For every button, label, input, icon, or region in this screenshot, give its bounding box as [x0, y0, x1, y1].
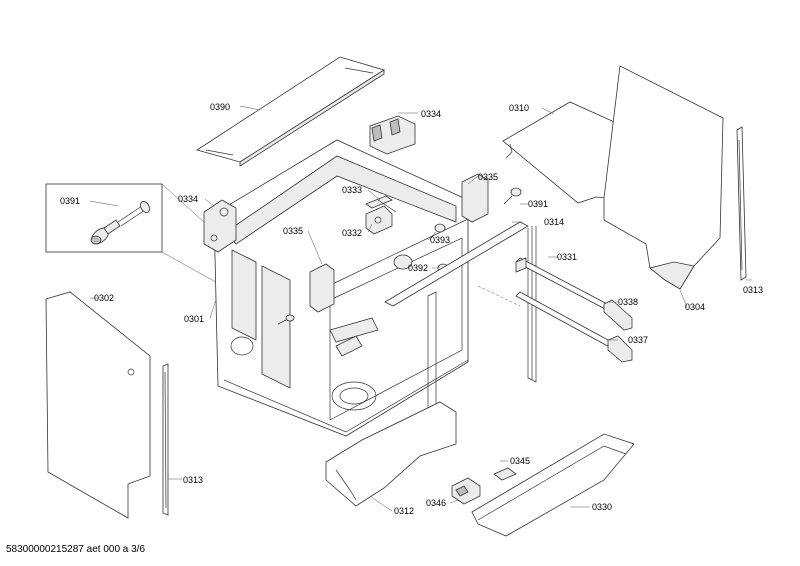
part-0391-inset-box	[45, 183, 291, 319]
label-0391-inset: 0391	[60, 196, 80, 206]
part-0335-hinge-bracket-right	[461, 173, 489, 223]
label-0331: 0331	[557, 252, 577, 262]
part-0391-screw-upper	[503, 187, 522, 205]
label-0314: 0314	[544, 217, 564, 227]
label-0390: 0390	[210, 102, 230, 112]
part-0393-grommet	[434, 223, 446, 233]
part-0391-screw-lower	[277, 314, 295, 325]
label-0313-left: 0313	[183, 475, 203, 485]
label-0334-top: 0334	[421, 109, 441, 119]
label-0337: 0337	[628, 335, 648, 345]
label-0310: 0310	[509, 103, 529, 113]
label-0333: 0333	[342, 185, 362, 195]
label-0334-left: 0334	[178, 194, 198, 204]
label-0393: 0393	[430, 235, 450, 245]
label-0302: 0302	[94, 293, 114, 303]
assembly-guide-line	[477, 285, 521, 307]
part-0333-latch	[365, 195, 397, 213]
part-0390-top-cover-strip	[196, 56, 385, 167]
label-0335-left: 0335	[283, 226, 303, 236]
part-0337-rail-lower	[515, 291, 633, 363]
part-0335-hinge-bracket-left	[309, 263, 335, 313]
label-0330: 0330	[592, 502, 612, 512]
label-0332: 0332	[342, 228, 362, 238]
label-0313-right: 0313	[743, 285, 763, 295]
part-0338-rail-end	[603, 299, 633, 331]
label-0338: 0338	[618, 297, 638, 307]
label-0304: 0304	[685, 302, 705, 312]
label-0312: 0312	[394, 506, 414, 516]
part-0334-top-bracket	[369, 115, 416, 155]
part-0313-left-seal-strip	[162, 363, 169, 516]
label-0346: 0346	[426, 498, 446, 508]
part-number-labels: 0390 0334 0310 0391 0334 0333 0332 0335 …	[60, 102, 763, 516]
label-0345: 0345	[510, 456, 530, 466]
label-0301: 0301	[184, 314, 204, 324]
part-0301-tub-body	[213, 139, 471, 437]
leader-lines	[89, 105, 752, 512]
label-0335-right: 0335	[478, 172, 498, 182]
part-0332-latch-holder	[365, 205, 393, 235]
part-0346-clip	[451, 477, 481, 505]
part-0304-side-panel	[603, 65, 724, 290]
part-0330-plinth-bracket	[471, 433, 635, 537]
part-0313-right-seal-strip	[736, 126, 747, 281]
footer-document-id: 58300000215287 aet 000 a 3/6	[6, 544, 145, 555]
part-0334-left-bracket	[203, 199, 237, 253]
part-0345-clip	[493, 467, 517, 481]
label-0392: 0392	[408, 263, 428, 273]
part-0312-lower-trim	[325, 401, 457, 507]
part-0302-front-panel	[45, 291, 151, 519]
label-0391-right: 0391	[528, 199, 548, 209]
